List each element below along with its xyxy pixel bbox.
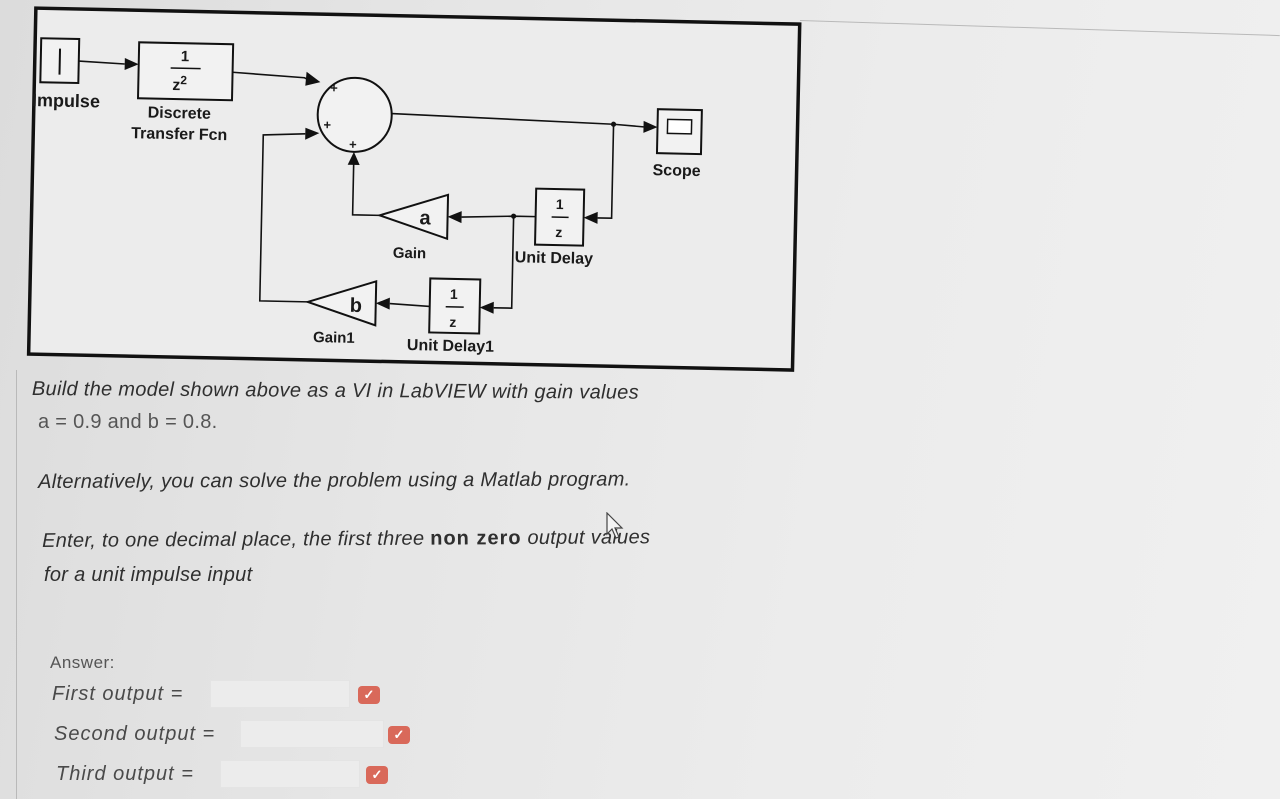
- answer-section: Answer: First output = ✓ Second output =…: [48, 650, 468, 799]
- check-icon: ✓: [388, 726, 410, 744]
- question-line-3: Alternatively, you can solve the problem…: [38, 468, 631, 493]
- tf-numerator: 1: [181, 48, 190, 65]
- tf-label-line2: Transfer Fcn: [131, 125, 227, 144]
- scope-label: Scope: [652, 162, 700, 180]
- screen-edge-line: [16, 370, 17, 799]
- check-icon: ✓: [358, 686, 380, 704]
- answer-row-third: Third output = ✓: [56, 760, 396, 790]
- unit-delay-block: 1 z: [534, 187, 586, 247]
- block-diagram: Impulse 1 z2 Discrete Transfer Fcn + + +…: [22, 2, 809, 383]
- third-output-label: Third output =: [56, 763, 194, 785]
- second-output-input[interactable]: [240, 720, 384, 748]
- mouse-cursor-icon: [606, 512, 624, 539]
- question-line-2: a = 0.9 and b = 0.8.: [38, 411, 218, 433]
- gain1-symbol: b: [349, 295, 362, 317]
- screen-edge-line: [799, 20, 1280, 37]
- signal-wires: [78, 57, 658, 314]
- question-line-5: for a unit impulse input: [44, 564, 253, 586]
- unit-delay-label: Unit Delay: [515, 249, 594, 268]
- tf-denominator: z2: [172, 73, 187, 94]
- transfer-fcn-block: 1 z2: [136, 41, 235, 102]
- first-output-input[interactable]: [210, 680, 350, 708]
- scope-block: [655, 108, 703, 156]
- question-line-4-pre: Enter, to one decimal place, the first t…: [42, 527, 425, 552]
- tf-label-line1: Discrete: [148, 104, 212, 122]
- question-line-1: Build the model shown above as a VI in L…: [31, 378, 640, 404]
- question-line-4-post: output values: [527, 526, 651, 550]
- second-output-label: Second output =: [54, 723, 216, 745]
- gain-symbol: a: [419, 207, 431, 229]
- svg-text:z: z: [449, 314, 456, 330]
- gain-label: Gain: [393, 245, 427, 263]
- question-emphasis: non zero: [430, 527, 522, 550]
- sum-sign-top: +: [330, 80, 338, 95]
- unit-delay1-label: Unit Delay1: [407, 337, 495, 356]
- answer-label: Answer:: [50, 653, 115, 672]
- check-icon: ✓: [366, 766, 388, 784]
- sum-sign-left: +: [323, 117, 331, 132]
- sum-sign-bottom: +: [349, 137, 357, 152]
- impulse-block: [39, 37, 81, 85]
- answer-row-second: Second output = ✓: [54, 720, 414, 750]
- svg-text:z: z: [555, 224, 562, 240]
- first-output-label: First output =: [52, 683, 184, 705]
- svg-text:1: 1: [450, 286, 458, 302]
- svg-text:1: 1: [556, 196, 564, 212]
- impulse-label: Impulse: [32, 90, 100, 111]
- third-output-input[interactable]: [220, 760, 360, 788]
- question-line-4: Enter, to one decimal place, the first t…: [42, 526, 650, 553]
- sum-block: [316, 76, 393, 153]
- unit-delay1-block: 1 z: [428, 277, 482, 335]
- gain1-label: Gain1: [313, 329, 355, 347]
- answer-row-first: First output = ✓: [52, 680, 392, 710]
